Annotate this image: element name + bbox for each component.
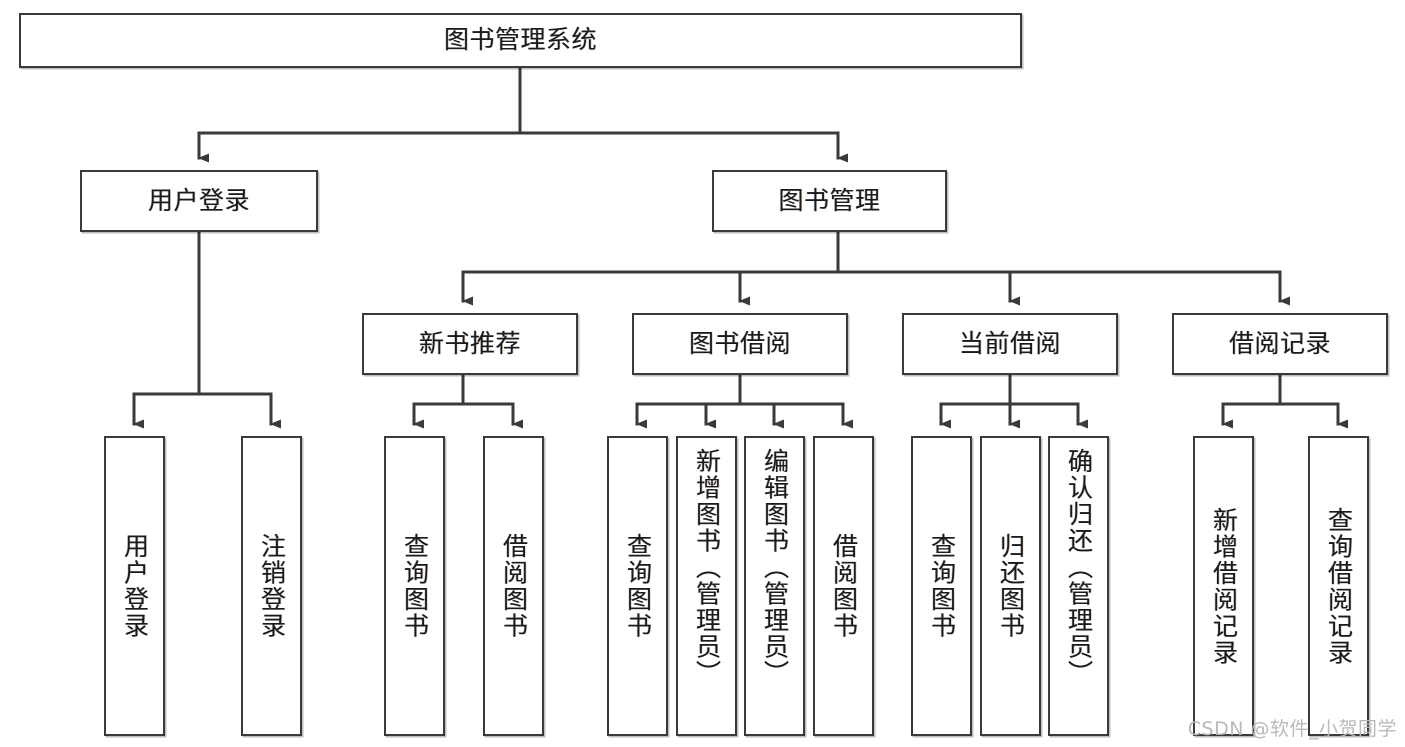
node-leaf-borrow-book-1[interactable]: 借阅图书 [483,436,544,736]
node-book-management[interactable]: 图书管理 [712,170,947,232]
node-leaf-add-borrow-record-label: 新增借阅记录 [1209,506,1239,666]
watermark-text: CSDN @软件_小贺同学 [1187,718,1397,740]
node-leaf-logout-label: 注销登录 [257,533,287,639]
node-leaf-borrow-book-1-label: 借阅图书 [499,533,529,639]
node-leaf-add-book-admin[interactable]: 新增图书（管理员） [676,436,737,736]
node-root-label: 图书管理系统 [443,25,597,55]
node-leaf-query-book-1[interactable]: 查询图书 [384,436,445,736]
node-leaf-return-book-label: 归还图书 [996,533,1026,639]
node-leaf-add-borrow-record[interactable]: 新增借阅记录 [1193,436,1254,736]
node-book-borrow[interactable]: 图书借阅 [632,313,848,375]
node-leaf-edit-book-admin[interactable]: 编辑图书（管理员） [744,436,805,736]
node-leaf-user-login-label: 用户登录 [120,533,150,639]
node-leaf-borrow-book-2-label: 借阅图书 [829,533,859,639]
node-leaf-confirm-return-admin[interactable]: 确认归还（管理员） [1048,436,1109,736]
node-book-management-label: 图书管理 [778,185,881,215]
node-leaf-logout[interactable]: 注销登录 [241,436,302,736]
node-leaf-query-book-3-label: 查询图书 [927,533,957,639]
node-leaf-confirm-return-admin-label: 确认归还（管理员） [1064,448,1094,687]
node-leaf-query-book-2-label: 查询图书 [623,533,653,639]
node-borrow-records[interactable]: 借阅记录 [1172,313,1388,375]
node-leaf-query-borrow-record-label: 查询借阅记录 [1324,506,1354,666]
node-root[interactable]: 图书管理系统 [19,13,1022,68]
node-leaf-edit-book-admin-label: 编辑图书（管理员） [760,448,790,687]
node-user-login-label: 用户登录 [147,185,250,215]
node-leaf-query-book-3[interactable]: 查询图书 [911,436,972,736]
node-leaf-query-borrow-record[interactable]: 查询借阅记录 [1308,436,1369,736]
node-leaf-user-login[interactable]: 用户登录 [104,436,165,736]
node-new-book-recommend[interactable]: 新书推荐 [362,313,578,375]
node-leaf-borrow-book-2[interactable]: 借阅图书 [813,436,874,736]
node-leaf-return-book[interactable]: 归还图书 [980,436,1041,736]
node-book-borrow-label: 图书借阅 [688,328,791,358]
node-user-login[interactable]: 用户登录 [80,170,318,232]
node-leaf-add-book-admin-label: 新增图书（管理员） [692,448,722,687]
node-new-book-recommend-label: 新书推荐 [418,328,521,358]
node-borrow-records-label: 借阅记录 [1228,328,1331,358]
node-current-borrow[interactable]: 当前借阅 [902,313,1118,375]
node-current-borrow-label: 当前借阅 [958,328,1061,358]
node-leaf-query-book-2[interactable]: 查询图书 [607,436,668,736]
node-leaf-query-book-1-label: 查询图书 [400,533,430,639]
